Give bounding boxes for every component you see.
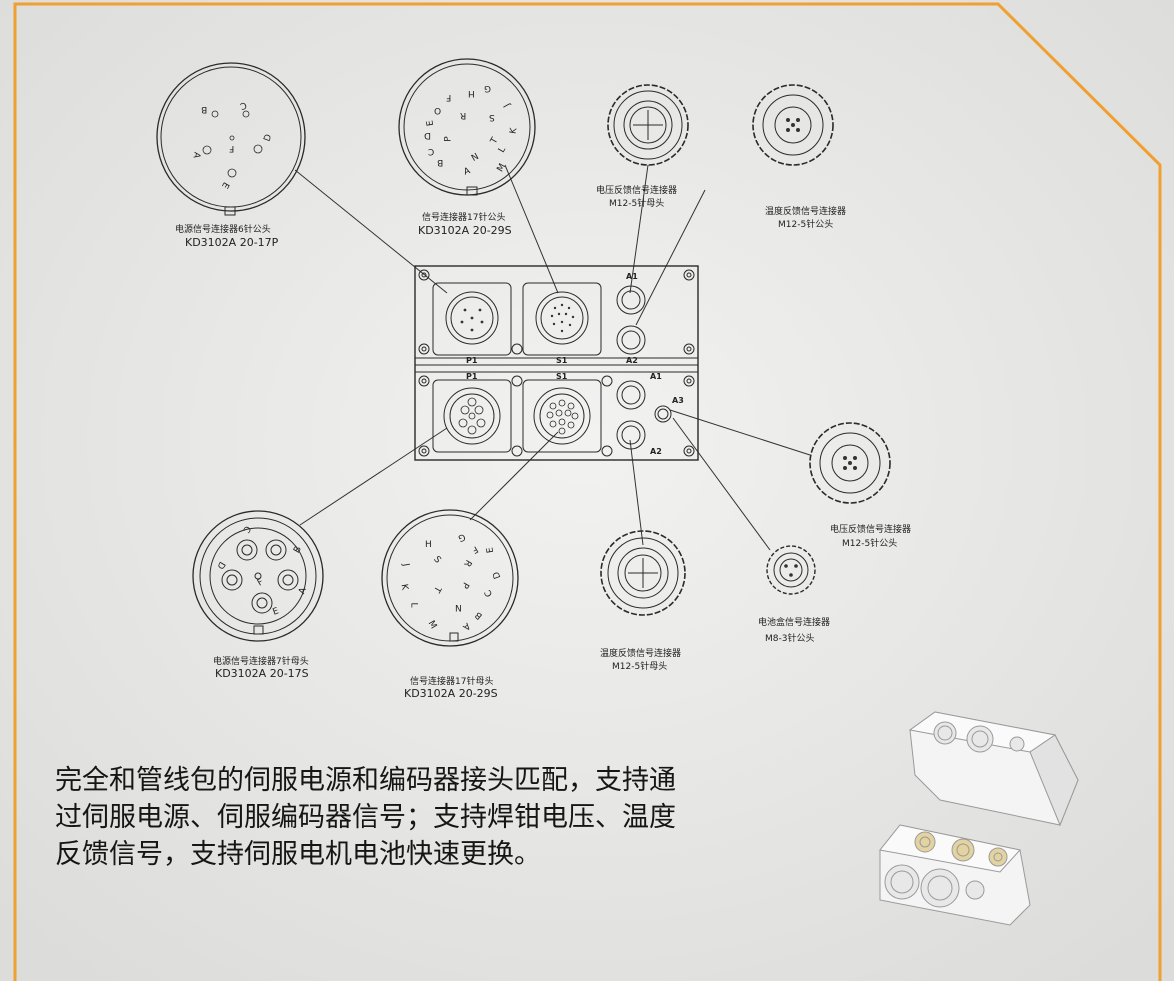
- connector-bottom-right2: [766, 545, 816, 595]
- caption-top-mid-model: KD3102A 20-29S: [418, 224, 512, 237]
- pin-label: D: [424, 130, 431, 140]
- panel-label-p1: P1: [466, 372, 478, 381]
- connector-top-mid: [398, 58, 536, 196]
- pin-label: R: [460, 110, 467, 120]
- panel-label-a3: A3: [672, 396, 684, 405]
- pin-label: F: [446, 92, 452, 102]
- pin-label: H: [425, 540, 432, 550]
- connector-bottom-left: [192, 510, 324, 642]
- caption-bottom-mid-model: KD3102A 20-29S: [404, 687, 498, 700]
- pin-label: S: [489, 112, 495, 122]
- pin-label: B: [201, 104, 208, 114]
- product-photo: [879, 711, 1079, 926]
- panel-label-a2: A2: [626, 356, 638, 365]
- caption-top-left-title: 电源信号连接器6针公头: [175, 225, 271, 235]
- connector-top-left: [156, 62, 306, 216]
- leader-lines: [294, 164, 811, 551]
- connector-bottom-mid: [381, 509, 519, 647]
- frame-border: [13, 2, 1162, 981]
- pin-label: H: [468, 88, 475, 98]
- panel-label-s1: S1: [556, 356, 568, 365]
- description-line: 过伺服电源、伺服编码器信号；支持焊钳电压、温度: [55, 802, 676, 833]
- caption-bottom-left-title: 电源信号连接器7针母头: [213, 657, 309, 667]
- central-box: [414, 265, 699, 461]
- pin-label: G: [484, 83, 491, 93]
- corner-screws: [418, 269, 695, 457]
- pin-label: P: [443, 136, 454, 142]
- caption-bottom-mid-title: 信号连接器17针母头: [410, 677, 494, 687]
- caption-bottom-right1-model: M12-5针母头: [612, 662, 668, 672]
- caption-top-right2-model: M12-5针公头: [778, 220, 834, 230]
- description-line: 完全和管线包的伺服电源和编码器接头匹配，支持通: [55, 765, 676, 796]
- caption-bottom-right1-title: 温度反馈信号连接器: [600, 649, 682, 659]
- caption-top-right1-title: 电压反馈信号连接器: [596, 186, 678, 196]
- pin-label: N: [455, 602, 462, 612]
- description-line: 反馈信号，支持伺服电机电池快速更换。: [55, 839, 541, 870]
- panel-label-a2: A2: [650, 447, 662, 456]
- connector-top-right2: [752, 84, 834, 166]
- caption-right-mid-model: M12-5针公头: [842, 539, 898, 549]
- connector-bottom-right1: [600, 530, 686, 616]
- caption-bottom-left-model: KD3102A 20-17S: [215, 667, 309, 680]
- caption-top-left-model: KD3102A 20-17P: [185, 236, 279, 249]
- panel-label-s1: S1: [556, 372, 568, 381]
- connector-top-right1: [607, 84, 689, 166]
- pin-label: L: [408, 602, 419, 608]
- caption-top-right2-title: 温度反馈信号连接器: [765, 207, 847, 217]
- panel-label-a1: A1: [626, 272, 638, 281]
- pin-label: B: [437, 157, 444, 167]
- pin-label: C: [428, 146, 435, 156]
- caption-right-mid-title: 电压反馈信号连接器: [830, 525, 912, 535]
- pin-label: O: [434, 105, 442, 115]
- panel-label-p1: P1: [466, 356, 478, 365]
- connector-right-mid: [809, 422, 891, 504]
- panel-label-a1: A1: [650, 372, 662, 381]
- pin-label: F: [229, 143, 235, 153]
- caption-top-mid-title: 信号连接器17针公头: [422, 213, 506, 223]
- caption-top-right1-model: M12-5针母头: [609, 199, 665, 209]
- caption-bottom-right2-model: M8-3针公头: [765, 634, 815, 644]
- description: 完全和管线包的伺服电源和编码器接头匹配，支持通 过伺服电源、伺服编码器信号；支持…: [55, 762, 815, 873]
- caption-bottom-right2-title: 电池盒信号连接器: [758, 618, 831, 628]
